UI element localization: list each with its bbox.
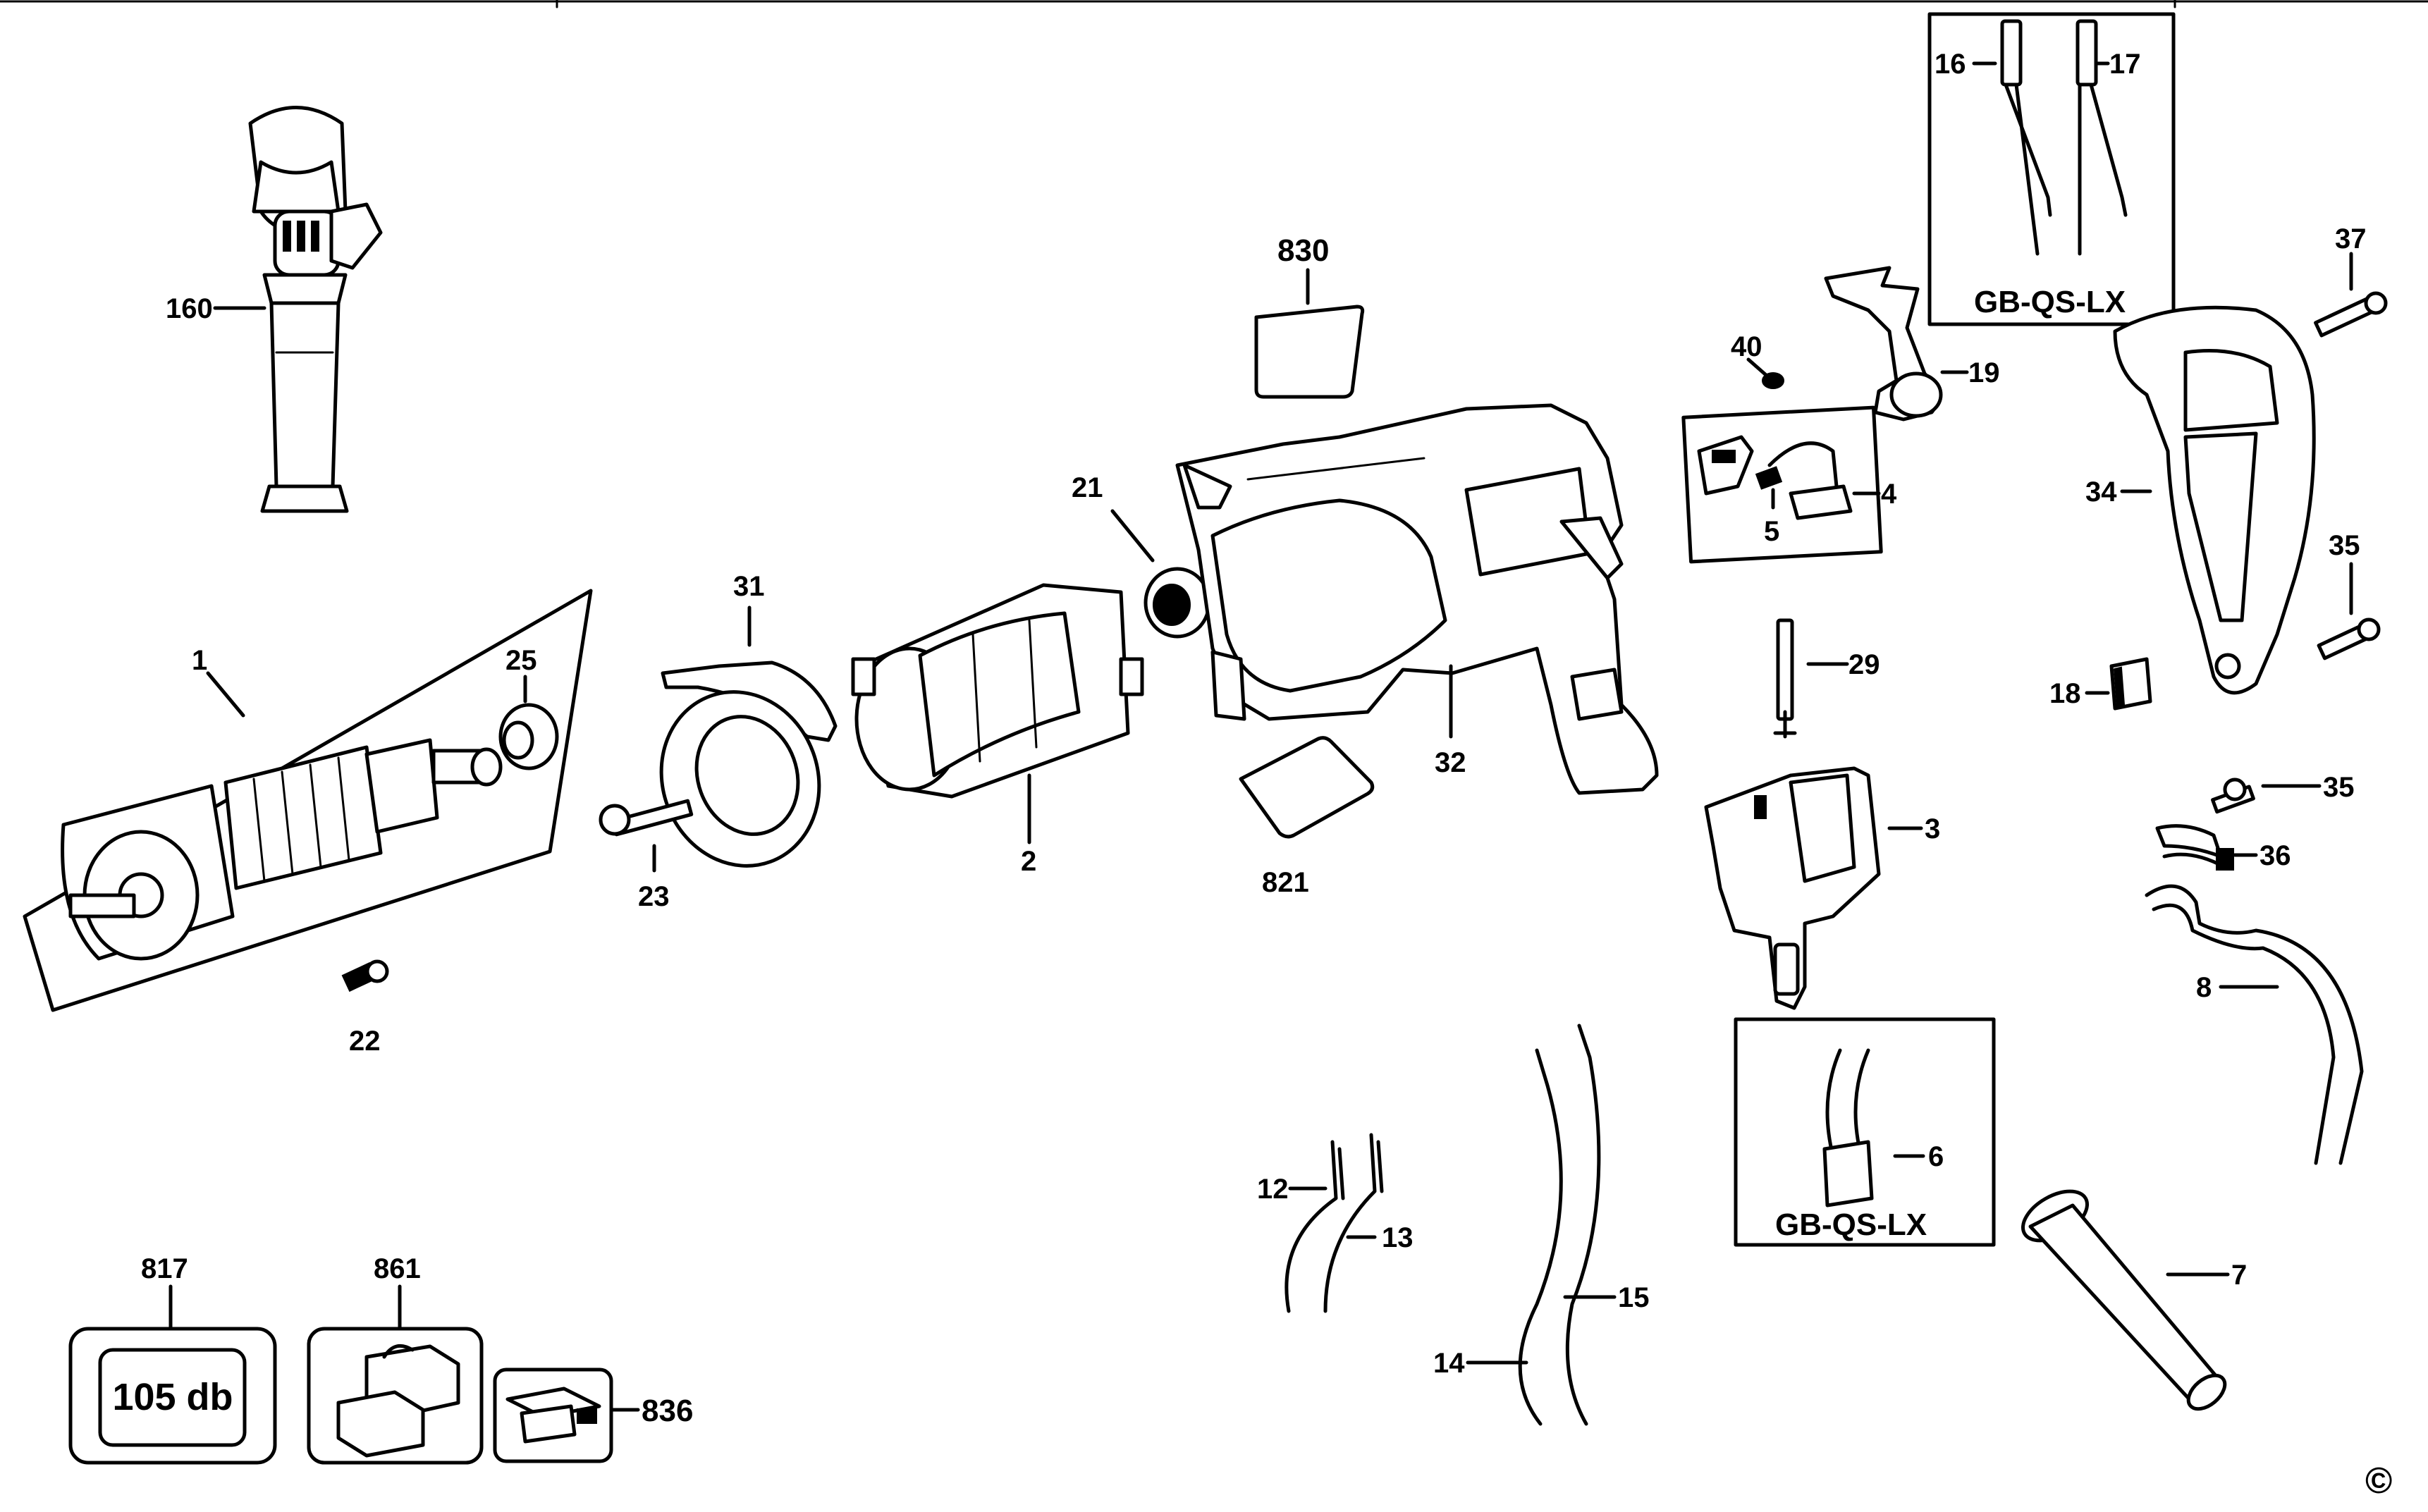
part-label-2: 2	[1021, 846, 1036, 877]
part-label-16: 16	[1935, 49, 1966, 80]
brush-holder-4-5-drawing	[1697, 435, 1853, 520]
brush-holder-4-box	[1681, 405, 1883, 564]
sound-level-inner-box	[98, 1348, 247, 1447]
part-label-4: 4	[1881, 479, 1897, 510]
screw-35-upper-drawing	[2317, 617, 2381, 660]
wires-box-frame	[1927, 12, 2176, 326]
part-label-160: 160	[166, 293, 213, 324]
screw-40-drawing	[1762, 372, 1784, 389]
carry-case-861-drawing	[336, 1344, 460, 1458]
wires-16-17-drawing	[2000, 19, 2128, 256]
part-label-17: 17	[2109, 49, 2141, 80]
part-label-19: 19	[1968, 357, 2000, 388]
leads-12-13-drawing	[1284, 1133, 1384, 1313]
part-label-8: 8	[2196, 972, 2212, 1003]
leader-40	[1746, 357, 1768, 377]
cord-clamp-36-drawing	[2155, 824, 2234, 871]
housing-32-drawing	[1175, 403, 1659, 795]
power-cord-8-drawing	[2145, 884, 2364, 1165]
part-label-836: 836	[642, 1394, 693, 1428]
leader-1	[206, 671, 245, 718]
sound-level-text: 105 db	[112, 1376, 233, 1418]
part-label-25: 25	[505, 645, 537, 676]
part-label-35-lower: 35	[2323, 772, 2355, 803]
part-label-37: 37	[2335, 223, 2367, 254]
part-label-36: 36	[2260, 840, 2291, 871]
screw-37-drawing	[2314, 291, 2388, 338]
part-label-6: 6	[1928, 1141, 1944, 1172]
brush-6-drawing	[1822, 1048, 1874, 1207]
part-label-13: 13	[1382, 1222, 1414, 1253]
part-label-7: 7	[2231, 1260, 2247, 1291]
bearing-21-drawing	[1144, 567, 1211, 639]
screw-22-drawing	[341, 959, 389, 992]
part-label-5: 5	[1764, 516, 1779, 547]
part-label-830: 830	[1277, 233, 1329, 268]
part-label-22: 22	[349, 1026, 381, 1057]
brush-18-drawing	[2109, 657, 2152, 711]
part-label-21: 21	[1072, 472, 1103, 503]
baffle-31-drawing	[659, 660, 838, 868]
part-label-12: 12	[1257, 1174, 1289, 1205]
brush-box-frame	[1734, 1017, 1996, 1247]
armature-drawing	[23, 589, 593, 1012]
top-frame-lines	[0, 0, 2428, 8]
part-label-3: 3	[1925, 813, 1940, 844]
part-label-1: 1	[192, 645, 207, 676]
suppressor-29-drawing	[1773, 618, 1797, 739]
carry-case-861-frame	[307, 1327, 484, 1465]
side-handle-drawing	[248, 106, 383, 513]
part-label-31: 31	[733, 571, 765, 602]
switch-3-drawing	[1704, 766, 1881, 1010]
brush-holder-19-drawing	[1824, 266, 1943, 422]
part-label-32: 32	[1435, 747, 1466, 778]
label-830-drawing	[1254, 305, 1365, 399]
part-label-14: 14	[1433, 1348, 1465, 1379]
field-stator-drawing	[851, 583, 1144, 799]
part-label-861: 861	[374, 1253, 421, 1284]
part-label-817: 817	[141, 1253, 188, 1284]
part-label-29: 29	[1848, 649, 1880, 680]
cord-guard-7-drawing	[2021, 1189, 2227, 1411]
part-label-34: 34	[2085, 477, 2117, 508]
part-label-35-upper: 35	[2329, 530, 2360, 561]
screw-23-drawing	[599, 799, 694, 837]
bearing-25-drawing	[498, 703, 559, 770]
part-label-15: 15	[1618, 1282, 1650, 1313]
brush-box-label: GB-QS-LX	[1775, 1207, 1927, 1242]
part-label-23: 23	[638, 881, 670, 912]
part-label-40: 40	[1731, 331, 1762, 362]
wires-box-label: GB-QS-LX	[1974, 285, 2126, 319]
insert-836-frame	[493, 1367, 613, 1463]
handle-half-34-drawing	[2113, 305, 2316, 695]
insert-836-drawing	[505, 1387, 601, 1444]
screw-35-lower-drawing	[2211, 777, 2255, 814]
leader-21	[1110, 509, 1155, 563]
part-label-18: 18	[2049, 678, 2081, 709]
wires-14-15-drawing	[1518, 1024, 1601, 1426]
part-label-821: 821	[1262, 867, 1309, 898]
copyright-symbol: ©	[2365, 1461, 2392, 1501]
label-821-drawing	[1239, 736, 1375, 839]
sound-label-817-frame	[68, 1327, 277, 1465]
